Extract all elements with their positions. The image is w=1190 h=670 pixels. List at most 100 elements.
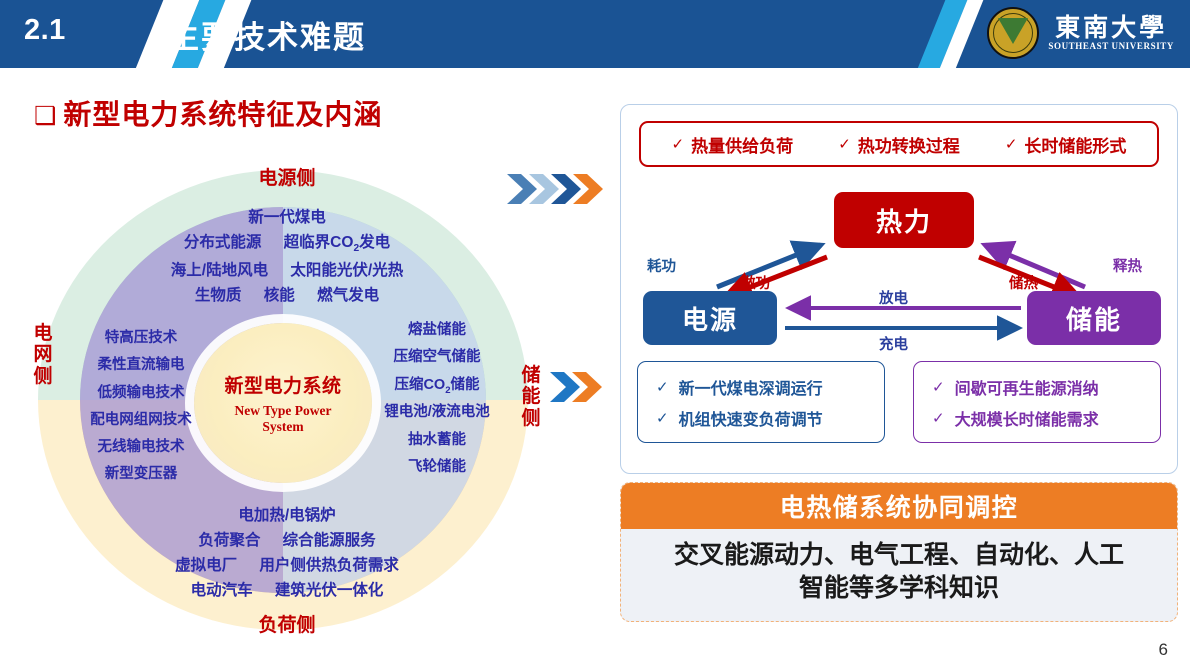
logo-name-cn: 東南大學 (1055, 12, 1168, 42)
arrow-label-do-work: 做功 (741, 276, 770, 292)
source-row-1: 新一代煤电 (117, 205, 457, 230)
segment-label-grid: 电网侧 (33, 323, 53, 387)
top-red-feature-box: ✓ 热量供给负荷 ✓ 热功转换过程 ✓ 长时储能形式 (639, 121, 1159, 167)
source-item-5: 生物质 (194, 286, 242, 304)
donut-center-core: 新型电力系统 New Type Power System (194, 323, 372, 483)
storage-item-3: 锂电池/液流电池 (384, 404, 490, 421)
seal-triangle-icon (998, 18, 1029, 44)
source-feature-item-1: ✓ 机组快速变负荷调节 (650, 406, 872, 430)
chevron-arrows-top-icon (507, 174, 603, 204)
source-item-2: 超临界CO2发电 (283, 234, 391, 255)
chevron-group-bottom (548, 370, 610, 404)
check-icon: ✓ (1004, 136, 1018, 153)
chevron-group-top (505, 172, 613, 206)
load-item-0: 电加热/电锅炉 (238, 506, 336, 524)
storage-feature-item-1: ✓ 大规模长时储能需求 (926, 406, 1148, 430)
segment-items-load: 电加热/电锅炉 负荷聚合 综合能源服务 虚拟电厂 用户侧供热负荷需求 电动汽车 … (117, 503, 457, 603)
source-item-3: 海上/陆地风电 (170, 261, 269, 279)
segment-label-source: 电源侧 (258, 168, 316, 189)
load-row-2: 负荷聚合 综合能源服务 (117, 528, 457, 553)
grid-item-1: 柔性直流输电 (97, 357, 185, 374)
source-feature-item-0: ✓ 新一代煤电深调运行 (650, 375, 872, 399)
arrow-label-store-heat: 储热 (1009, 276, 1038, 292)
red-feature-label-1: 热功转换过程 (857, 136, 960, 156)
source-item-6: 核能 (263, 286, 295, 304)
logo-text-block: 東南大學 SOUTHEAST UNIVERSITY (1048, 12, 1174, 52)
node-power-source: 电源 (643, 291, 777, 345)
load-item-3: 虚拟电厂 (175, 556, 238, 574)
chevron-arrows-bottom-icon (550, 372, 602, 402)
university-logo: 東南大學 SOUTHEAST UNIVERSITY (987, 7, 1174, 59)
segment-label-load: 负荷侧 (258, 615, 316, 636)
check-icon: ✓ (656, 409, 669, 427)
storage-feature-item-0: ✓ 间歇可再生能源消纳 (926, 375, 1148, 399)
check-icon: ✓ (838, 136, 851, 153)
grid-item-5: 新型变压器 (104, 466, 178, 483)
red-feature-item-0: ✓ 热量供给负荷 (672, 132, 794, 157)
storage-item-1: 压缩空气储能 (393, 349, 481, 366)
storage-item-0: 熔盐储能 (408, 322, 466, 338)
load-item-2: 综合能源服务 (282, 531, 376, 549)
load-item-1: 负荷聚合 (198, 531, 261, 549)
grid-item-2: 低频输电技术 (97, 384, 185, 401)
arrow-label-discharge: 放电 (879, 291, 908, 307)
source-feature-label-1: 机组快速变负荷调节 (678, 411, 823, 429)
load-row-4: 电动汽车 建筑光伏一体化 (117, 578, 457, 603)
arrow-label-charge: 充电 (879, 337, 908, 353)
grid-item-4: 无线输电技术 (97, 439, 185, 455)
red-feature-item-1: ✓ 热功转换过程 (838, 132, 960, 157)
source-feature-box: ✓ 新一代煤电深调运行 ✓ 机组快速变负荷调节 (637, 361, 885, 443)
grid-item-0: 特高压技术 (104, 330, 178, 346)
storage-feature-label-0: 间歇可再生能源消纳 (954, 380, 1099, 398)
grid-item-3: 配电网组网技术 (90, 411, 192, 428)
source-item-4: 太阳能光伏/光热 (290, 261, 404, 279)
center-title-en: New Type Power System (235, 403, 332, 434)
load-item-4: 用户侧供热负荷需求 (259, 556, 399, 574)
source-row-2: 分布式能源 超临界CO2发电 (117, 230, 457, 258)
segment-items-storage: 熔盐储能 压缩空气储能 压缩CO2储能 锂电池/液流电池 抽水蓄能 飞轮储能 (366, 317, 508, 481)
storage-item-5: 飞轮储能 (408, 458, 466, 475)
load-row-3: 虚拟电厂 用户侧供热负荷需求 (117, 553, 457, 578)
slide-header: 2.1 主要技术难题 東南大學 SOUTHEAST UNIVERSITY (0, 0, 1190, 68)
multidisciplinary-line-2: 智能等多学科知识 (798, 574, 999, 602)
multidisciplinary-text: 交叉能源动力、电气工程、自动化、人工 智能等多学科知识 (621, 529, 1177, 605)
coordinated-control-banner: 电热储系统协同调控 (621, 483, 1177, 529)
bullet-square-icon: ❑ (34, 102, 58, 130)
source-item-7: 燃气发电 (317, 286, 380, 304)
center-title-en-line2: System (262, 419, 304, 434)
red-feature-item-2: ✓ 长时储能形式 (1005, 132, 1127, 157)
segment-label-storage: 储能侧 (521, 365, 541, 429)
red-feature-label-2: 长时储能形式 (1024, 136, 1127, 156)
power-system-donut-diagram: 新型电力系统 New Type Power System 电源侧 负荷侧 电网侧… (18, 155, 556, 645)
section-number: 2.1 (24, 14, 66, 46)
section-heading: ❑新型电力系统特征及内涵 (34, 93, 382, 133)
check-icon: ✓ (932, 378, 945, 396)
source-item-1: 分布式能源 (183, 234, 262, 252)
source-feature-label-0: 新一代煤电深调运行 (678, 380, 823, 398)
multidisciplinary-line-1: 交叉能源动力、电气工程、自动化、人工 (673, 541, 1124, 569)
segment-items-source: 新一代煤电 分布式能源 超临界CO2发电 海上/陆地风电 太阳能光伏/光热 生物… (117, 205, 457, 308)
segment-items-grid: 特高压技术 柔性直流输电 低频输电技术 配电网组网技术 无线输电技术 新型变压器 (66, 325, 216, 489)
page-title: 主要技术难题 (168, 20, 366, 55)
check-icon: ✓ (932, 409, 945, 427)
red-feature-label-0: 热量供给负荷 (691, 136, 794, 156)
source-row-4: 生物质 核能 燃气发电 (117, 283, 457, 308)
load-item-6: 建筑光伏一体化 (274, 581, 384, 599)
check-icon: ✓ (656, 378, 669, 396)
arrow-label-consume-work: 耗功 (647, 259, 676, 275)
coordinated-control-block: 电热储系统协同调控 交叉能源动力、电气工程、自动化、人工 智能等多学科知识 (620, 482, 1178, 622)
thermal-electric-storage-panel: ✓ 热量供给负荷 ✓ 热功转换过程 ✓ 长时储能形式 (620, 104, 1178, 474)
load-row-1: 电加热/电锅炉 (117, 503, 457, 528)
center-title-cn: 新型电力系统 (224, 376, 342, 398)
source-row-3: 海上/陆地风电 太阳能光伏/光热 (117, 258, 457, 283)
center-title-en-line1: New Type Power (234, 403, 332, 419)
node-energy-storage: 储能 (1027, 291, 1161, 345)
arrow-label-release-heat: 释热 (1113, 259, 1142, 275)
logo-name-en: SOUTHEAST UNIVERSITY (1048, 41, 1174, 52)
load-item-5: 电动汽车 (190, 581, 253, 599)
storage-item-2: 压缩CO2储能 (394, 376, 480, 396)
page-number: 6 (1158, 640, 1168, 659)
storage-feature-label-1: 大规模长时储能需求 (954, 411, 1099, 429)
university-seal-icon (987, 7, 1040, 59)
source-item-0: 新一代煤电 (248, 209, 326, 226)
